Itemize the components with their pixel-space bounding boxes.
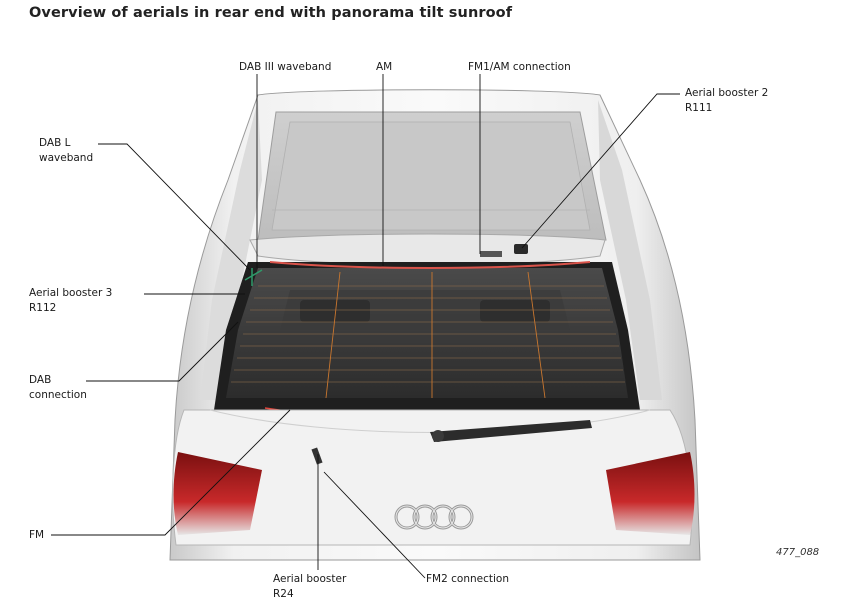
right-tail-lamp (606, 452, 695, 535)
left-tail-lamp (173, 452, 262, 535)
heater-grid-verticals (325, 271, 546, 399)
label-aerial-booster-r24: Aerial booster R24 (273, 573, 347, 600)
label-dab-connection: DAB connection (29, 374, 87, 401)
label-fm: FM (29, 529, 45, 541)
dab-aerial-trace (244, 268, 263, 286)
label-aerial-booster-3: Aerial booster 3 R112 (29, 287, 113, 314)
label-dab-iii-waveband: DAB III waveband (239, 61, 332, 73)
label-dab-l-waveband: DAB L waveband (39, 137, 94, 164)
page-title: Overview of aerials in rear end with pan… (29, 5, 513, 21)
leader-lines (51, 74, 680, 579)
fm1-am-connector (480, 251, 502, 257)
figure-id: 477_088 (776, 547, 820, 558)
am-aerial-trace (269, 261, 591, 269)
label-aerial-booster-2: Aerial booster 2 R111 (685, 87, 769, 114)
label-fm2-connection: FM2 connection (426, 573, 509, 585)
heater-grid (231, 285, 625, 383)
label-am: AM (376, 61, 393, 73)
label-fm1-am-connection: FM1/AM connection (468, 61, 571, 73)
rear-wiper (430, 420, 592, 442)
aerial-booster-r24-unit (311, 447, 323, 465)
aerial-booster-2-unit (514, 244, 528, 254)
